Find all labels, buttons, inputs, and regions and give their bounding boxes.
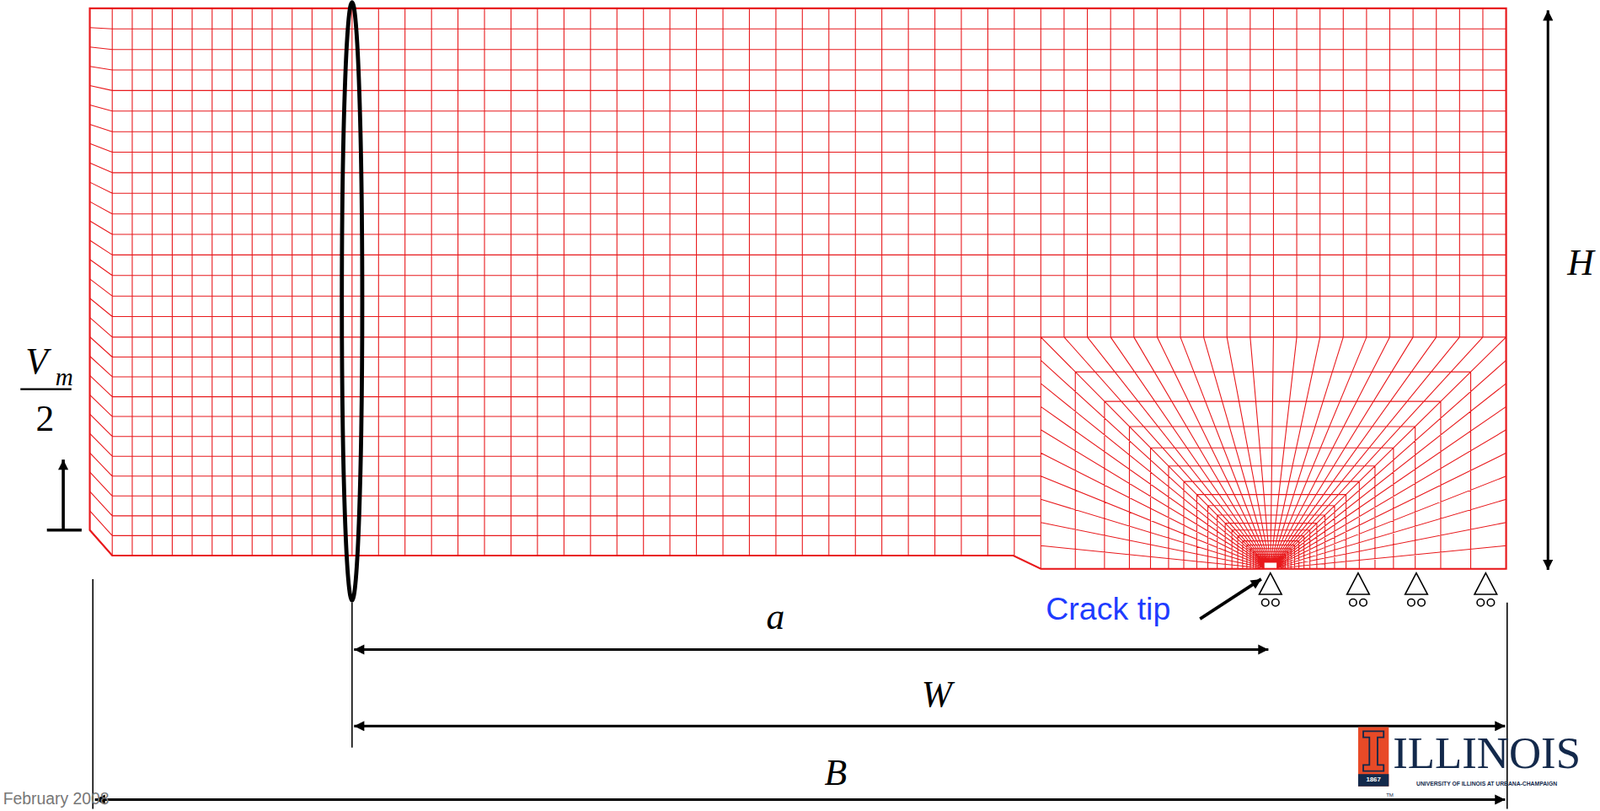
dimension-label: H (1567, 245, 1594, 283)
roller-symbol (1347, 572, 1370, 594)
load-arrow (61, 459, 65, 530)
logo-band (1358, 773, 1389, 787)
logo-year: 1867 (1365, 775, 1381, 783)
logo-wordmark: ILLINOIS (1392, 729, 1581, 775)
dimension-lines (92, 10, 1548, 809)
extension-line (91, 578, 94, 809)
logo-column (1363, 730, 1384, 771)
roller-symbol (1474, 572, 1498, 594)
dimension-label: a (766, 598, 786, 636)
roller-wheel (1407, 599, 1415, 606)
roller-wheel (1359, 599, 1367, 606)
dimension-arrow (353, 647, 1269, 651)
logo-tagline: UNIVERSITY OF ILLINOIS AT URBANA-CHAMPAI… (1416, 781, 1558, 787)
roller-symbol (1405, 572, 1429, 594)
roller-wheel (1272, 599, 1279, 606)
extension-line (1506, 602, 1509, 809)
roller-symbol (1258, 572, 1282, 594)
subscript-label: m (55, 365, 74, 391)
mesh-lines (90, 8, 1507, 569)
dimension-arrow (353, 724, 1505, 728)
dimension-label: W (921, 675, 953, 713)
roller-wheel (1349, 599, 1357, 606)
load-arrow-base (47, 528, 82, 532)
velocity-symbol: V (25, 342, 49, 380)
leader-arrow (1199, 578, 1262, 619)
roller-wheel (1262, 599, 1269, 606)
logo-block (1358, 726, 1389, 786)
finite-element-mesh (90, 8, 1507, 569)
mesh-boundary (90, 8, 1507, 569)
denominator-label: 2 (35, 400, 54, 438)
extension-line (351, 602, 354, 748)
highlight-ellipse (342, 2, 363, 601)
roller-wheel (1418, 599, 1425, 606)
roller-supports (1258, 572, 1497, 606)
dimension-arrow (95, 797, 1506, 801)
university-logo (1358, 726, 1389, 786)
trademark-mark: TM (1385, 791, 1394, 798)
date-note: February 2008 (3, 791, 110, 808)
roller-wheel (1487, 599, 1494, 606)
callout-label: Crack tip (1045, 593, 1171, 626)
dimension-label: B (824, 754, 848, 792)
roller-wheel (1476, 599, 1484, 606)
dimension-arrow (1546, 10, 1550, 570)
